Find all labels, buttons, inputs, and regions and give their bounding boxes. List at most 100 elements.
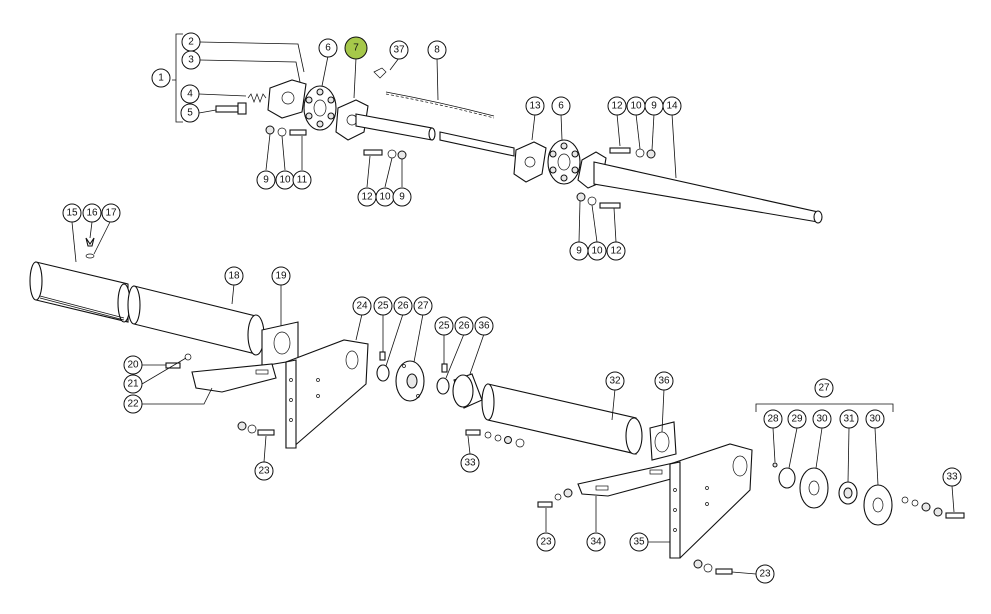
callout-bubble: [62, 203, 82, 223]
callout-bubble: [605, 371, 625, 391]
grease-fitting-25a: [379, 351, 386, 361]
callout-30-a: 30: [812, 409, 832, 429]
bearing-part-26b: [436, 377, 450, 395]
callout-number: 10: [591, 246, 603, 257]
callout-bubble: [551, 96, 571, 116]
callout-number: 9: [651, 101, 657, 112]
callout-12-a: 12: [357, 187, 377, 207]
callout-number: 9: [399, 192, 405, 203]
callout-13: 13: [525, 96, 545, 116]
callout-37: 37: [389, 40, 409, 60]
callout-number: 5: [187, 108, 193, 119]
callout-33-a: 33: [460, 453, 480, 473]
callout-bubble: [181, 50, 201, 70]
callout-bubble: [755, 564, 775, 584]
callout-23-b: 23: [536, 532, 556, 552]
callout-6-right: 6: [551, 96, 571, 116]
callout-bubble: [787, 409, 807, 429]
callout-5: 5: [180, 103, 200, 123]
bolt-12-lower: [599, 202, 621, 209]
callout-bubble: [180, 103, 200, 123]
callout-12-b: 12: [607, 96, 627, 116]
callout-bubble: [224, 266, 244, 286]
callout-bubble: [389, 40, 409, 60]
bolt-head-part-5: [237, 102, 247, 115]
callout-9-a: 9: [256, 170, 276, 190]
callout-bubble: [392, 187, 412, 207]
callout-number: 27: [818, 383, 830, 394]
bearing-plate-assembly-left: [285, 313, 677, 461]
clip-part-37: [373, 67, 387, 79]
bolt-23-mid: [537, 501, 553, 508]
callout-number: 10: [630, 101, 642, 112]
callouts: 1 2 3 4 5 6 7 37 8 9 10 11 12 10 9 13 6 …: [62, 32, 962, 584]
callout-26-a: 26: [393, 296, 413, 316]
callout-bubble: [393, 296, 413, 316]
callout-bubble: [942, 467, 962, 487]
bolt-33-right: [945, 512, 965, 519]
callout-number: 19: [275, 271, 287, 282]
group-bracket-1: [172, 33, 183, 123]
callout-bubble: [271, 266, 291, 286]
callout-8: 8: [427, 40, 447, 60]
callout-number: 23: [258, 466, 270, 477]
callout-bubble: [629, 532, 649, 552]
callout-number: 10: [379, 192, 391, 203]
callout-bubble: [536, 532, 556, 552]
callout-30-b: 30: [865, 409, 885, 429]
callout-number: 2: [188, 37, 194, 48]
bolt-23-left: [257, 429, 275, 436]
callout-4: 4: [180, 84, 200, 104]
callout-bubble: [344, 36, 368, 60]
callout-20: 20: [123, 355, 143, 375]
callout-25-b: 25: [434, 316, 454, 336]
callout-16: 16: [82, 203, 102, 223]
callout-number: 33: [946, 472, 958, 483]
callout-number: 7: [353, 43, 359, 54]
callout-10-c: 10: [626, 96, 646, 116]
callout-1: 1: [151, 68, 171, 88]
group-bracket-27: [755, 403, 894, 412]
callout-number: 18: [228, 271, 240, 282]
callout-bubble: [587, 241, 607, 261]
callout-number: 16: [86, 208, 98, 219]
callout-36-b: 36: [654, 371, 674, 391]
callout-31: 31: [839, 409, 859, 429]
bolt-11: [289, 129, 307, 136]
callout-9-b: 9: [392, 187, 412, 207]
flange-plate-30a: [799, 467, 829, 509]
callout-bubble: [413, 296, 433, 316]
bearing-part-29: [778, 467, 796, 489]
inner-shaft: [439, 131, 515, 157]
callout-number: 8: [434, 45, 440, 56]
chain-part-8: [385, 93, 495, 119]
callout-number: 14: [666, 101, 678, 112]
callout-number: 9: [576, 246, 582, 257]
callout-bubble: [254, 461, 274, 481]
callout-27-a: 27: [413, 296, 433, 316]
callout-15: 15: [62, 203, 82, 223]
callout-number: 24: [356, 301, 368, 312]
callout-bubble: [352, 296, 372, 316]
callout-bubble: [525, 96, 545, 116]
callout-bubble: [101, 203, 121, 223]
callout-bubble: [434, 316, 454, 336]
rubber-coupling-left: [303, 85, 337, 131]
rubber-coupling-right: [547, 139, 581, 185]
callout-21: 21: [123, 374, 143, 394]
callout-number: 12: [610, 246, 622, 257]
bolt-33-left: [465, 429, 481, 436]
callout-number: 21: [127, 379, 139, 390]
callout-number: 34: [590, 537, 602, 548]
callout-35: 35: [629, 532, 649, 552]
callout-bubble: [123, 355, 143, 375]
washer-part-21: [184, 353, 192, 361]
nut-9-top: [265, 125, 275, 135]
callout-23-a: 23: [254, 461, 274, 481]
callout-bubble: [454, 316, 474, 336]
side-plate-flange-24: [285, 359, 297, 449]
callout-9-c: 9: [644, 96, 664, 116]
callout-number: 22: [127, 399, 139, 410]
bracket-part-22: [191, 363, 277, 393]
